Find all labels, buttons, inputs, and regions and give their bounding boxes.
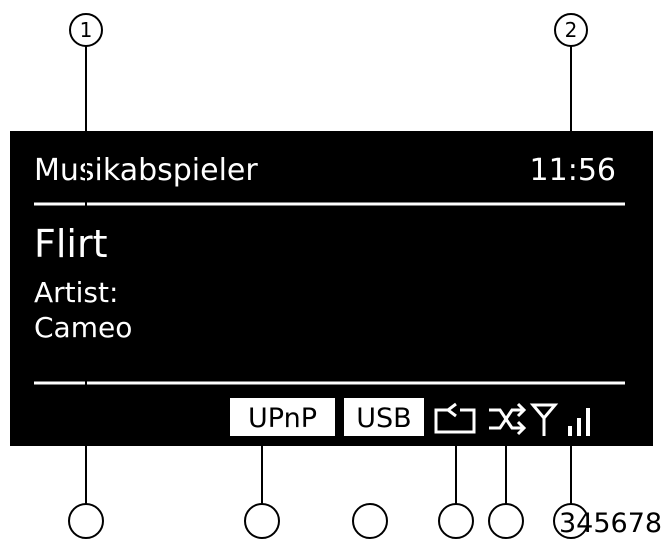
usb-badge xyxy=(344,398,424,436)
callout-circle-7 xyxy=(488,503,524,539)
callout-circle-6 xyxy=(438,503,474,539)
callout-circle-4 xyxy=(244,503,280,539)
repeat-icon xyxy=(434,402,476,434)
track-title: Flirt xyxy=(34,222,108,266)
callout-number-1: 1 xyxy=(80,18,93,42)
callout-circle-5 xyxy=(352,503,388,539)
display-title: Musikabspieler xyxy=(34,153,258,188)
artist-name: Cameo xyxy=(34,311,132,344)
bottom-callout-label: 345678 xyxy=(559,508,662,539)
display-clock: 11:56 xyxy=(530,153,616,188)
signal-strength-icon xyxy=(529,403,590,436)
upnp-badge-label: UPnP xyxy=(248,403,317,434)
callout-circle-1 xyxy=(69,13,103,47)
callout-circle-3 xyxy=(68,503,104,539)
callout-number-2: 2 xyxy=(565,18,578,42)
shuffle-icon xyxy=(489,402,527,436)
callout-circle-8 xyxy=(553,503,589,539)
upnp-badge xyxy=(230,398,335,436)
callout-leader-lines xyxy=(85,46,572,504)
artist-label: Artist: xyxy=(34,276,118,309)
display-screen xyxy=(10,131,653,446)
usb-badge-label: USB xyxy=(356,403,411,434)
callout-circle-2 xyxy=(554,13,588,47)
